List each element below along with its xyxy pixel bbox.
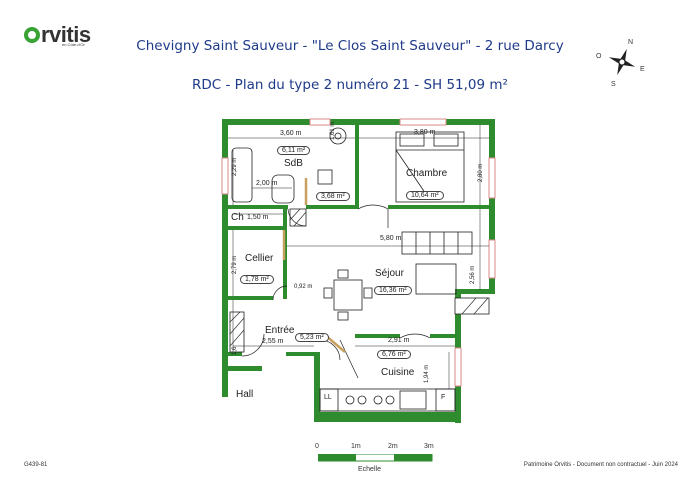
room-sejour-area: 16,36 m² — [374, 286, 412, 295]
room-cellier-area: 1,78 m² — [240, 275, 274, 284]
room-hall-name: Hall — [236, 389, 254, 400]
dim-5-80: 5,80 m — [380, 235, 402, 242]
room-sdb-name: SdB — [284, 158, 303, 169]
dim-2-91: 2,91 m — [388, 337, 410, 344]
scale-tick-2: 2m — [388, 443, 398, 450]
room-chambre-area: 10,64 m² — [406, 191, 444, 200]
partition-chambre-bottom — [388, 205, 489, 209]
sejour-furniture — [323, 231, 473, 321]
room-cuisine-area: 6,76 m² — [377, 350, 411, 359]
logo-text: rvitis — [41, 22, 91, 47]
partition-entree-bottom-a — [228, 352, 242, 356]
dim-1-61: 1,61 m — [330, 121, 336, 140]
walls — [222, 119, 495, 423]
dim-0-92: 0,92 m — [294, 284, 313, 290]
fixture-ll: LL — [324, 394, 332, 401]
scale-label: Echelle — [358, 466, 381, 473]
compass-n: N — [628, 39, 633, 46]
partition-cuisine-top — [355, 334, 400, 338]
wall-left — [222, 119, 228, 397]
windows — [221, 118, 496, 387]
partition-sdb-chambre — [355, 125, 359, 209]
compass-rose-icon: N E S O — [596, 39, 645, 88]
wall-right-step — [455, 289, 495, 294]
page-subtitle: RDC - Plan du type 2 numéro 21 - SH 51,0… — [192, 77, 508, 93]
room-ch-name: Ch — [231, 212, 244, 223]
sdb-fixtures — [231, 127, 347, 204]
scale-tick-3: 3m — [424, 443, 434, 450]
wall-hall-stub — [222, 391, 228, 397]
wall-bottom — [314, 412, 461, 422]
room-entree-area: 5,23 m² — [295, 333, 329, 342]
page-title: Chevigny Saint Sauveur - "Le Clos Saint … — [136, 38, 564, 54]
dim-1-6: 1,6 — [232, 346, 238, 355]
kitchen-counter — [319, 388, 456, 412]
fixture-f: F — [441, 394, 446, 401]
partition-cuisine-top-b — [430, 334, 457, 338]
dim-1-50: 1,50 m — [247, 214, 269, 221]
room-chambre-name: Chambre — [406, 168, 448, 179]
partition-cellier-bottom — [228, 296, 273, 300]
orvitis-logo: rvitis — [24, 22, 91, 48]
footer-reference: G439-81 — [24, 462, 48, 468]
scale-tick-0: 0 — [315, 443, 319, 450]
logo-ring-icon — [24, 27, 40, 43]
dim-2-56: 2,56 m — [470, 265, 476, 284]
scale-tick-1: 1m — [351, 443, 361, 450]
footer-disclaimer: Patrimoine Orvitis - Document non contra… — [523, 462, 678, 468]
dim-3-80: 3,80 m — [414, 129, 436, 136]
logo-subtitle: en Côte-d'Or — [62, 42, 85, 47]
dim-2-29: 2,29 m — [232, 157, 238, 176]
compass-s: S — [611, 81, 616, 88]
dimension-lines — [228, 125, 489, 389]
room-sejour-name: Séjour — [375, 268, 404, 279]
wall-hall-right — [314, 352, 320, 418]
dim-2-00: 2,00 m — [256, 180, 278, 187]
dim-1-94: 1,94 m — [424, 364, 430, 383]
partition-entree-bottom-b — [286, 352, 320, 356]
partition-ch-bottom — [228, 226, 286, 230]
room-degagement-area: 3,68 m² — [316, 192, 350, 201]
wall-top — [222, 119, 495, 125]
room-entree-name: Entrée — [265, 325, 295, 336]
partition-deg-bottom — [306, 205, 358, 209]
dim-2-80: 2,80 m — [478, 163, 484, 182]
dim-2-55: 2,55 m — [262, 338, 284, 345]
compass-o: O — [596, 53, 602, 60]
wall-hall-top — [222, 366, 262, 371]
wall-right-upper — [489, 119, 495, 291]
bed — [395, 131, 465, 203]
compass-e: E — [640, 66, 645, 73]
room-cellier-name: Cellier — [245, 253, 274, 264]
room-cuisine-name: Cuisine — [381, 367, 415, 378]
dim-2-79: 2,79 m — [232, 255, 238, 274]
room-sdb-area: 6,11 m² — [277, 146, 311, 155]
dim-3-60: 3,60 m — [280, 130, 302, 137]
scale-bar — [318, 454, 433, 462]
partition-sdb-bottom — [228, 205, 288, 209]
